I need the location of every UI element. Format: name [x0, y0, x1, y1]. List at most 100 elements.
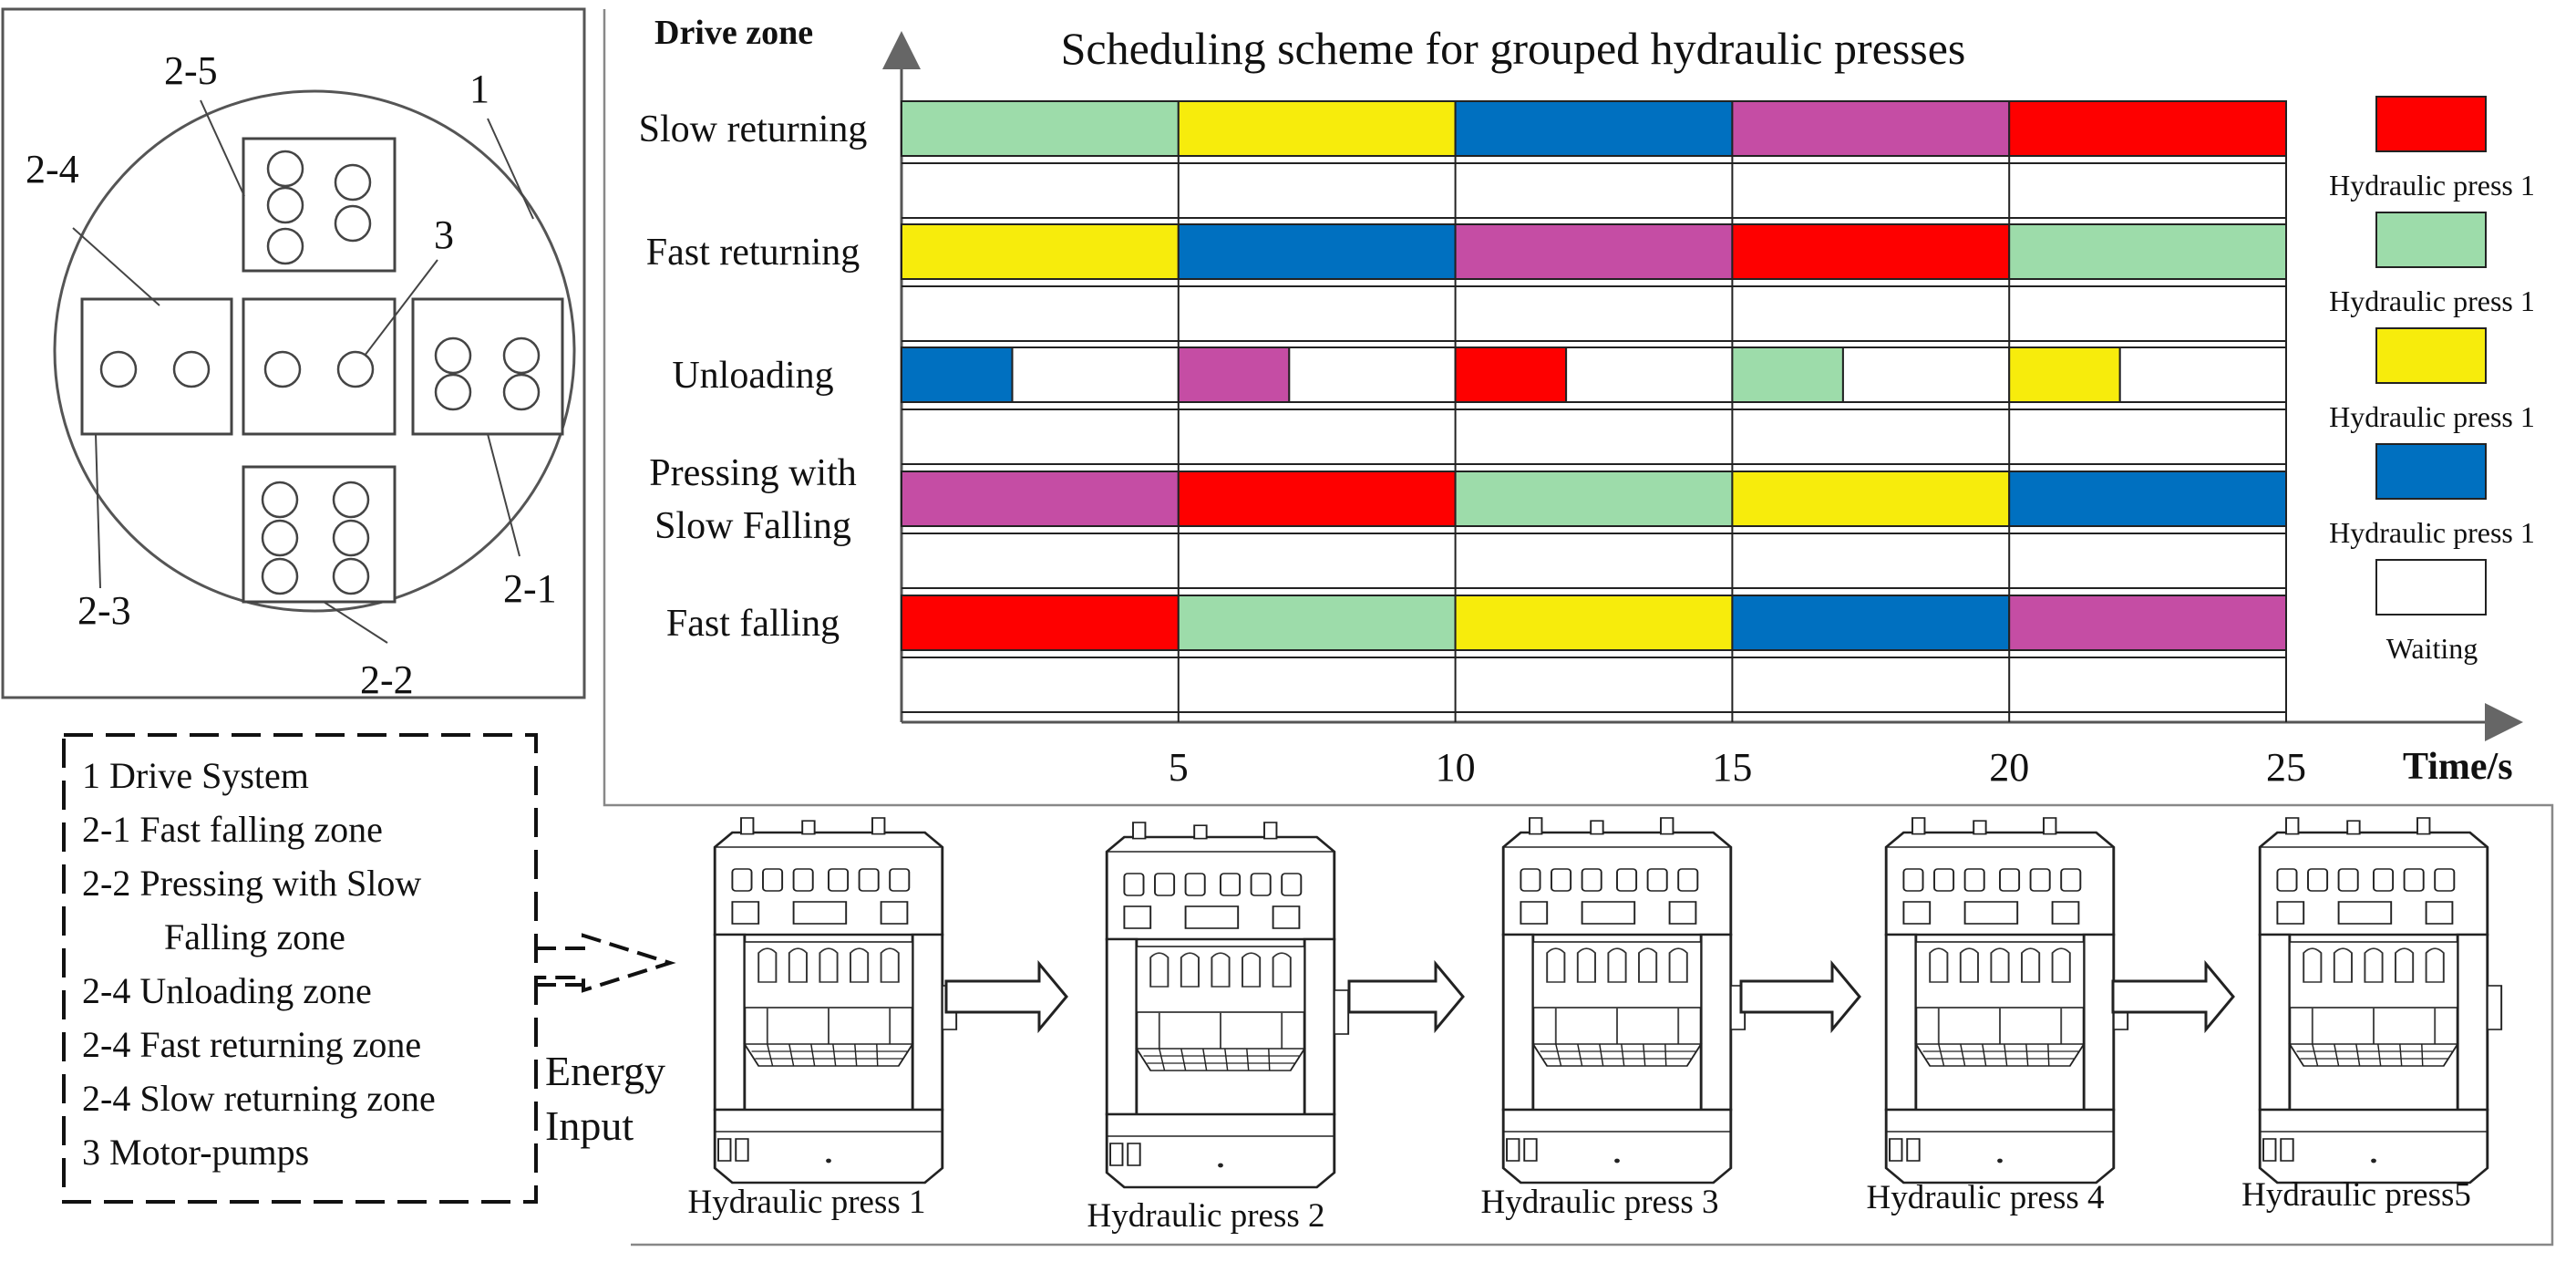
pump-circle: [266, 227, 304, 265]
pump-circle: [332, 557, 370, 595]
zone-number-label: 2-3: [77, 588, 131, 633]
key-list: 1 Drive System 2-1 Fast falling zone 2-2 P…: [82, 755, 436, 1173]
drive-system-frame: [1, 7, 586, 699]
key-list-item: 2-2 Pressing with Slow: [82, 863, 421, 904]
zone-number-label: 2-4: [26, 147, 79, 191]
legend-label: Hydraulic press 1: [2329, 169, 2535, 202]
schedule-bar: [2118, 347, 2287, 403]
y-axis-label: Drive zone: [654, 14, 813, 52]
legend-swatch: [2375, 96, 2487, 152]
x-tick-label: 5: [1169, 745, 1189, 790]
pump-circle: [502, 336, 541, 375]
pump-circle: [434, 336, 472, 375]
schedule-bar: [1841, 347, 2011, 403]
hydraulic-press-icon: [1501, 816, 1747, 1184]
schedule-bar: [1177, 100, 1457, 157]
press-label: Hydraulic press 4: [1867, 1179, 2105, 1216]
press-label: Hydraulic press 3: [1481, 1184, 1719, 1221]
pump-circle: [336, 350, 375, 388]
schedule-chart: Scheduling scheme for grouped hydraulic …: [639, 14, 2535, 790]
press-label: Hydraulic press 2: [1087, 1197, 1325, 1235]
chart-title: Scheduling scheme for grouped hydraulic …: [1061, 23, 1966, 74]
hydraulic-press-icon: [1105, 821, 1350, 1189]
pump-circle: [261, 557, 299, 595]
schedule-bar: [1011, 347, 1180, 403]
pump-circle: [99, 350, 138, 388]
schedule-bar: [1454, 471, 1734, 527]
schedule-bar: [1454, 347, 1568, 403]
zone-box-unloading: [80, 297, 233, 436]
zone-label: Fast falling: [666, 603, 840, 645]
pump-circle: [266, 150, 304, 188]
schedule-bar: [2008, 100, 2287, 157]
schedule-bar: [1731, 347, 1844, 403]
hydraulic-press-icon: [2258, 816, 2503, 1184]
schedule-bar: [1454, 100, 1734, 157]
leader-line: [487, 118, 534, 220]
zone-label: Pressing with: [649, 452, 857, 494]
schedule-bar: [2008, 595, 2287, 651]
energy-input-line-2: Input: [545, 1102, 634, 1149]
key-list-item: 2-4 Unloading zone: [82, 970, 372, 1011]
press-label: Hydraulic press5: [2241, 1176, 2471, 1214]
zone-box-pressing: [242, 465, 397, 604]
grid-lines: [902, 101, 2287, 722]
flow-arrow-icon: [944, 959, 1068, 1034]
zone-label: Slow Falling: [654, 505, 851, 547]
zone-box-motor-pumps: [242, 297, 397, 436]
pump-circle: [332, 481, 370, 519]
zone-box-fast-falling: [411, 297, 564, 436]
schedule-bar: [901, 471, 1180, 527]
legend-swatch: [2375, 212, 2487, 268]
schedule-bar: [2008, 347, 2121, 403]
x-tick-label: 15: [1712, 745, 1752, 790]
energy-input-line-1: Energy: [545, 1048, 665, 1094]
zone-label: Unloading: [672, 355, 833, 397]
leader-line: [95, 433, 101, 589]
schedule-bar: [901, 223, 1180, 280]
zone-number-label: 2-5: [164, 48, 218, 93]
key-list-item: 2-1 Fast falling zone: [82, 809, 383, 850]
zone-number-label: 2-1: [503, 566, 557, 611]
schedule-bar: [1177, 223, 1457, 280]
flow-arrow-icon: [1739, 959, 1861, 1034]
legend-swatch: [2375, 443, 2487, 500]
pump-circle: [332, 519, 370, 557]
schedule-bar: [1731, 223, 2011, 280]
schedule-bar: [1731, 595, 2011, 651]
flow-arrow-icon: [1347, 959, 1465, 1034]
hydraulic-press-icon: [1884, 816, 2129, 1184]
zone-label: Fast returning: [646, 232, 860, 274]
schedule-bar: [1177, 595, 1457, 651]
pump-circle: [334, 163, 372, 202]
key-list-item: 1 Drive System: [82, 755, 309, 796]
x-tick-label: 25: [2266, 745, 2306, 790]
pump-circle: [502, 373, 541, 411]
energy-arrows: [536, 933, 676, 993]
zone-number-label: 3: [434, 212, 454, 257]
x-axis-label: Time/s: [2403, 746, 2513, 788]
schedule-bar: [1177, 471, 1457, 527]
zone-number-label: 2-2: [360, 657, 414, 702]
schedule-bar: [1454, 223, 1734, 280]
leader-line: [200, 99, 245, 197]
legend-label: Hydraulic press 1: [2329, 284, 2535, 317]
schedule-bar: [1454, 595, 1734, 651]
schedule-bars: [901, 100, 2287, 651]
schedule-bar: [1731, 471, 2011, 527]
leader-line: [72, 227, 160, 306]
flow-arrow-icon: [2111, 959, 2235, 1034]
key-list-item: 2-4 Slow returning zone: [82, 1078, 436, 1119]
press-label: Hydraulic press 1: [688, 1184, 926, 1221]
x-tick-label: 20: [1989, 745, 2029, 790]
schedule-bar: [901, 100, 1180, 157]
schedule-bar: [901, 595, 1180, 651]
schedule-bar: [2008, 223, 2287, 280]
legend-label: Waiting: [2386, 632, 2478, 665]
key-list-item: Falling zone: [164, 916, 345, 957]
drive-system-circle: [53, 89, 576, 613]
